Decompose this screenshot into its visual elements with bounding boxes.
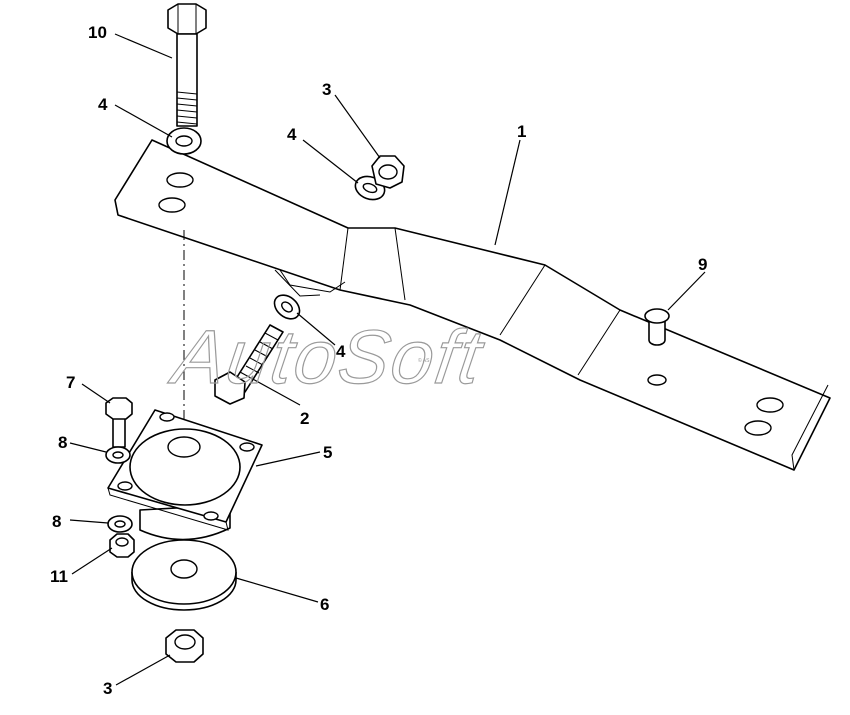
watermark-text: AutoSoft <box>165 315 489 400</box>
callout-8-upper: 8 <box>58 433 67 452</box>
long-bolt <box>167 3 207 127</box>
callout-3-top: 3 <box>322 80 331 99</box>
watermark: AutoSoft © AS <box>164 315 489 401</box>
nut-bottom <box>165 629 204 663</box>
rubber-mount <box>107 409 263 541</box>
callout-11: 11 <box>50 567 68 586</box>
watermark-small-text: © AS <box>418 357 430 364</box>
callout-9: 9 <box>698 255 707 274</box>
callout-4-top-center: 4 <box>287 125 297 144</box>
callout-7: 7 <box>66 373 75 392</box>
leader-lines <box>69 33 706 686</box>
washer-8-lower <box>107 515 133 533</box>
callout-1: 1 <box>517 122 526 141</box>
washer-8-upper <box>105 446 131 464</box>
callout-8-lower: 8 <box>52 512 61 531</box>
pin <box>644 308 670 346</box>
callout-10: 10 <box>88 23 107 42</box>
callout-5: 5 <box>323 443 332 462</box>
bracket-bar <box>114 139 831 471</box>
small-bolt <box>105 397 133 448</box>
nut-top <box>371 155 405 189</box>
washer-top-left <box>166 127 202 155</box>
callout-3-bottom: 3 <box>103 679 112 698</box>
callout-6: 6 <box>320 595 329 614</box>
washer-mid <box>273 294 301 320</box>
large-washer <box>131 539 237 611</box>
callout-labels: 1 2 3 3 4 4 4 5 6 7 8 8 9 10 11 <box>50 23 707 698</box>
callout-4-top-left: 4 <box>98 95 108 114</box>
nut-small <box>109 533 135 558</box>
callout-2: 2 <box>300 409 309 428</box>
callout-4-mid: 4 <box>336 342 346 361</box>
